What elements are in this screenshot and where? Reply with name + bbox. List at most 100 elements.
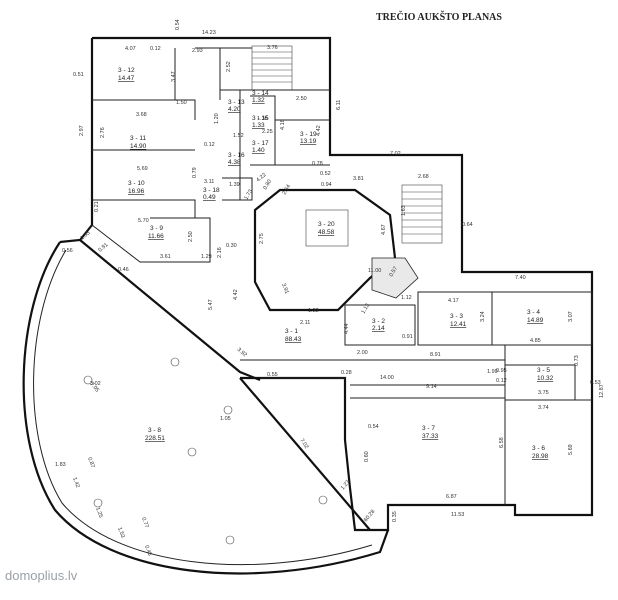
watermark-text: domoplius.lv: [5, 568, 78, 583]
dim-label: 2.64: [282, 184, 293, 196]
room-3-7-id: 3 - 7: [422, 425, 435, 432]
dim-label: 0.30: [226, 243, 237, 249]
room-3-9-id: 3 - 9: [150, 225, 163, 232]
dim-label: 0.78: [312, 161, 323, 167]
room-3-6-area: 28.98: [532, 453, 549, 460]
dim-label: 0.87: [86, 457, 95, 469]
core-walls: [220, 47, 330, 201]
dim-label: 0.21: [94, 201, 100, 212]
dim-label: 1.83: [55, 462, 66, 468]
dim-label: 0.91: [97, 242, 109, 253]
room-3-11-area: 14.90: [130, 143, 147, 150]
dim-label: 0.54: [368, 424, 379, 430]
lower-diagonal-wall: [239, 377, 371, 531]
left-wing-wall: [59, 38, 94, 244]
stair-right-treads: [402, 191, 442, 235]
dim-label: 1.25: [94, 507, 103, 519]
dim-label: 3.02: [90, 381, 101, 387]
dim-label: 5.47: [208, 299, 214, 310]
dim-label: 1.63: [401, 205, 407, 216]
dim-label: 2.52: [226, 61, 232, 72]
room-3-20-area: 48.58: [318, 229, 335, 236]
dim-label: 3.92: [236, 347, 248, 358]
left-rooms-dividers: [91, 99, 211, 263]
curved-hall-inner-arc: [33, 249, 373, 566]
dim-label: 2.97: [79, 125, 85, 136]
room-3-13-area: 4.20: [228, 106, 241, 113]
dim-label: 4.42: [233, 289, 239, 300]
dim-label: 5.69: [137, 166, 148, 172]
dim-label: 3.24: [480, 311, 486, 322]
room-3-12-id: 3 - 12: [118, 67, 135, 74]
dim-label: 5.70: [138, 218, 149, 224]
dim-label: 0.73: [574, 355, 580, 366]
dim-label: 1.05: [220, 416, 231, 422]
dim-label: 0.80: [263, 179, 274, 191]
dim-label: 2.68: [418, 174, 429, 180]
room-3-11-id: 3 - 11: [130, 135, 147, 142]
stairwell-right: [401, 184, 443, 244]
dim-label: 0.56: [62, 248, 73, 254]
room-3-18-area: 0.49: [203, 194, 216, 201]
dim-label: 1.73: [244, 189, 255, 201]
dim-label: 6.87: [446, 494, 457, 500]
columns: [83, 357, 328, 545]
room-3-16-area: 4.38: [228, 159, 241, 166]
dim-label: 3.91: [280, 283, 289, 295]
dim-label: 0.94: [321, 182, 332, 188]
dim-label: 1.29: [201, 254, 212, 260]
dim-label: 1.50: [176, 100, 187, 106]
room-3-12-area: 14.47: [118, 75, 135, 82]
room-3-4-area: 14.89: [527, 317, 544, 324]
stair-treads: [252, 51, 292, 83]
dim-label: 9.14: [426, 384, 437, 390]
dim-label: 1.39: [229, 182, 240, 188]
dim-label: 0.57: [389, 266, 400, 278]
dim-label: 0.52: [320, 171, 331, 177]
dim-label: 1.42: [71, 477, 80, 489]
room-3-20-walls: [253, 188, 397, 312]
dim-label: 2.76: [100, 127, 106, 138]
room-3-1-id: 3 - 1: [285, 328, 298, 335]
dim-label: 11.00: [368, 268, 381, 274]
dim-label: 7.05: [88, 381, 99, 393]
dim-label: 1.22: [308, 308, 319, 314]
dim-label: 3.74: [538, 405, 549, 411]
dim-label: 0.45: [143, 545, 152, 557]
dim-label: 2.50: [188, 231, 194, 242]
dim-label: 14.23: [202, 30, 216, 36]
dim-label: 4.17: [448, 298, 459, 304]
dim-label: 0.35: [392, 511, 398, 522]
room-3-9-area: 11.66: [148, 233, 164, 240]
dim-label: 6.11: [336, 100, 342, 110]
dim-label: 0.79: [192, 167, 198, 178]
dim-label: 7.02: [298, 438, 309, 450]
room-3-6-id: 3 - 6: [532, 445, 545, 452]
dim-label: 0.64: [462, 222, 473, 228]
dim-label: 0.12: [496, 378, 507, 384]
elevator-shaft: [371, 257, 419, 299]
dim-label: 0.54: [175, 19, 181, 30]
room-3-4-id: 3 - 4: [527, 309, 540, 316]
dim-label: 4.07: [125, 46, 136, 52]
dim-label: 2.00: [357, 350, 368, 356]
room-3-7-area: 37.33: [422, 433, 439, 440]
corridor-walls: [240, 359, 506, 400]
dim-label: 3.07: [568, 311, 574, 322]
room-3-8-id: 3 - 8: [148, 427, 161, 434]
room-3-19-id: 3 - 19: [300, 131, 317, 138]
dim-label: 3.76: [267, 45, 278, 51]
dim-label: 3.81: [353, 176, 364, 182]
dim-label: 0.60: [364, 451, 370, 462]
room-3-13-id: 3 - 13: [228, 99, 245, 106]
dim-label: 4.18: [280, 119, 286, 130]
dim-label: 4.22: [255, 172, 267, 183]
dim-label: 2.50: [296, 96, 307, 102]
plan-title: TREČIO AUKŠTO PLANAS: [376, 10, 502, 23]
dim-label: 8.91: [430, 352, 441, 358]
dim-label: 11.53: [451, 512, 464, 518]
room-3-2-area: 2.14: [372, 325, 385, 332]
room-3-8-area: 228.51: [145, 435, 165, 442]
dim-label: 1.36: [257, 116, 268, 122]
room-3-15-id: 3 - 15: [252, 115, 269, 122]
